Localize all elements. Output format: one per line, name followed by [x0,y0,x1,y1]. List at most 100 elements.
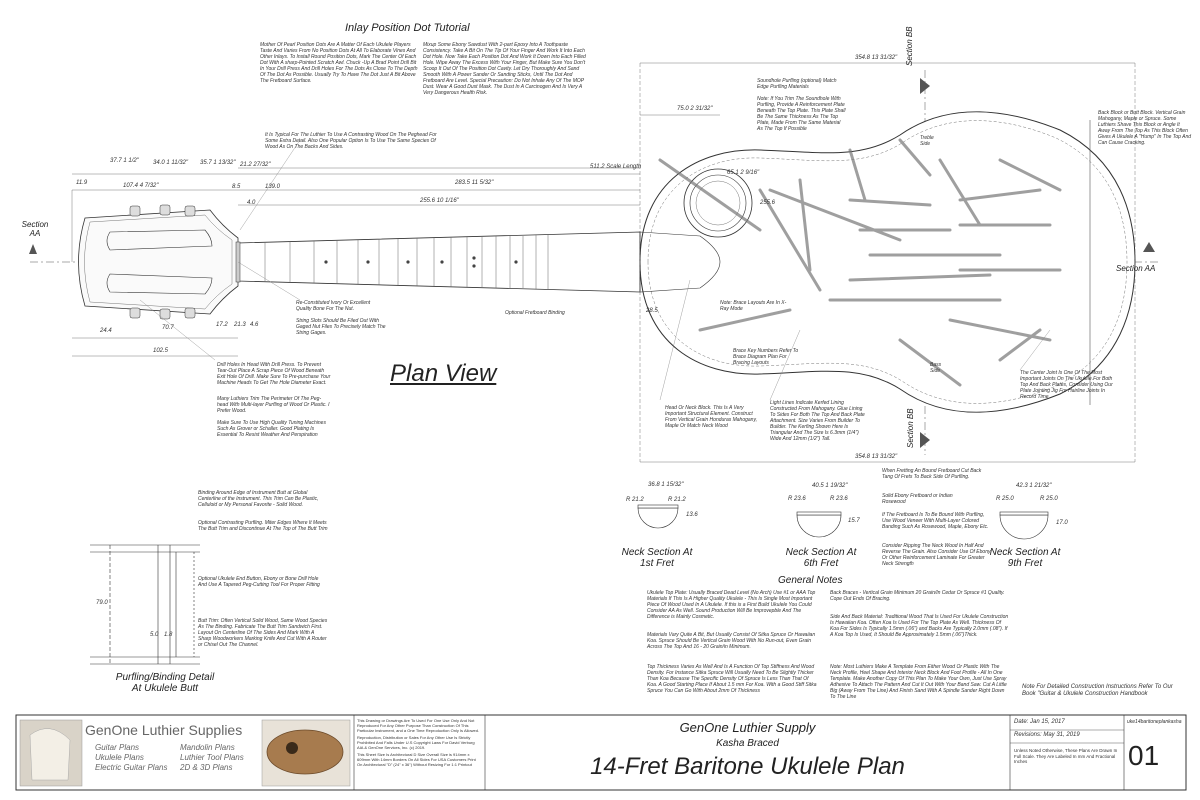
section-aa-left-label: Section AA [21,220,49,238]
tutorial-title: Inlay Position Dot Tutorial [345,22,470,34]
brace-key-note: Brace Key Numbers Refer To Brace Diagram… [733,348,799,366]
treble-side-label: Treble Side [920,135,934,147]
dim-36: 36.8 1 15/32" [648,482,684,488]
plan-categories-left: Guitar Plans Ukulele Plans Electric Guit… [95,743,168,772]
fretboard-binding-note: Optional Fretboard Binding [505,310,565,316]
dim-46: 4.6 [250,322,259,328]
braces [658,138,1062,387]
dim-21: 21.2 27/32" [240,162,271,168]
bass-side-label: Bass Side [930,362,942,374]
drill-note: Drill Holes In Head With Drill Press. To… [217,362,331,386]
dim-18: 1.8 [164,632,173,638]
scale-note: Unless Noted Otherwise, These Plans Are … [1014,748,1118,764]
scale-length-label: 511.2 Scale Length [590,164,642,170]
purfling-strip-note: Optional Contrasting Purfling. Miter Edg… [198,520,328,532]
general-notes-materials: Materials Vary Quite A Bit, But Usually … [647,632,816,650]
lining-outline [647,120,1128,404]
soundhole-outer [683,168,753,238]
binding-note: Binding Around Edge of Instrument Butt a… [198,490,319,508]
date-label: Date: Jan 15, 2017 [1014,719,1065,725]
soundhole-note: Soundhole Purfling (optional) Match Edge… [757,78,837,90]
dim-24: 24.4 [100,328,112,334]
dim-50: 5.0 [150,632,159,638]
revisions-label: Revisions: May 31, 2019 [1014,732,1080,738]
end-button-note: Optional Ukulele End Button, Ebony or Bo… [198,576,320,588]
lining-note: Light Lines Indicate Kerfed Lining Const… [770,400,865,442]
dim-r236-right: R 23.6 [830,496,848,502]
dim-283: 283.5 11 5/32" [455,180,494,186]
title-block-frame [15,714,1187,791]
dim-t170: 17.0 [1056,520,1068,526]
neck-outline [237,231,641,293]
dim-42: 42.3 1 21/32" [1016,483,1052,489]
dim-75: 75.0 2 31/32" [677,106,713,112]
fretting-note: When Fretting An Bound Fretboard Cut Bac… [882,468,982,480]
section-bb-bottom-label: Section BB [906,408,915,448]
neck-sections [637,504,1049,540]
dim-8: 8.5 [232,184,241,190]
headstock-outline [78,209,239,315]
head-block-note: Head Or Neck Block. This Is A Very Impor… [665,405,757,429]
leader-lines [139,139,1051,401]
body-outline [639,111,1136,413]
dim-28: 28.5 [646,308,658,314]
general-notes-side-back: Side And Back Material: Traditional Wood… [830,614,1009,638]
general-notes-title: General Notes [778,575,843,586]
plan-view-title: Plan View [390,360,497,387]
company-name: GenOne Luthier Supply [679,720,816,735]
nut-note: Re-Constituted Ivory Or Excellent Qualit… [296,300,371,312]
dim-body-length-bottom: 354.8 13 31/32" [855,454,898,460]
butt-trim-note: Butt Trim: Often Vertical Solid Wood, Sa… [198,618,328,648]
section-aa-right-label: Section AA [1116,264,1156,273]
dim-79: 79.0 [96,600,108,606]
dim-70: 70.7 [162,325,174,331]
brand-name: GenOne Luthier Supplies [85,722,243,738]
back-block-note: Back Block or Butt Block. Vertical Grain… [1098,110,1192,146]
soundhole-inner [689,174,747,232]
tutorial-col1: Mother Of Pearl Position Dots Are A Matt… [260,42,418,84]
tuner-knobs [129,204,196,320]
plan-categories-right: Mandolin Plans Luthier Tool Plans 2D & 3… [180,743,244,772]
headstock-note: It Is Typical For The Luthier To Use A C… [265,132,437,150]
tutorial-col2: Mixup Some Ebony Sawdust With 2-part Epo… [423,42,586,96]
purfling-detail [90,544,200,665]
neck-ripping-note: Consider Ripping The Neck Wood In Half A… [882,543,991,567]
dim-r250-right: R 25.0 [1040,496,1058,502]
dim-r212-right: R 21.2 [668,497,686,503]
headstock-slot-top [106,229,213,251]
dim-11: 11.9 [76,180,88,186]
section-bb-top-label: Section BB [905,26,914,66]
general-notes-top-plate: Ukulele Top Plate: Usually Braced Dead L… [647,590,816,620]
dim-139: 139.0 [265,184,281,190]
tuners-note: Make Sure To Use High Quality Tuning Mac… [217,420,326,438]
dim-255c: 255.6 [760,200,776,206]
section-aa-left-arrow [29,244,37,254]
dim-r250-left: R 25.0 [996,496,1014,502]
dim-t157: 15.7 [848,518,860,524]
dim-34: 34.0 1 11/32" [153,160,189,166]
dim-35: 35.7 1 13/32" [200,160,236,166]
dim-r236-left: R 23.6 [788,496,806,502]
plan-title: 14-Fret Baritone Ukulele Plan [590,753,905,780]
dim-37: 37.7 1 1/2" [110,158,139,164]
dimension-lines [71,62,1136,463]
fret-lines [264,235,549,289]
dim-body-length-top: 354.8 13 31/32" [855,55,898,61]
position-dots [324,256,518,268]
construction-note: Note For Detailed Construction Instructi… [1022,684,1173,697]
center-joint-note: The Center Joint Is One Of The Most Impo… [1020,370,1113,400]
dim-213: 21.3 [234,322,246,328]
ebony-note: Solid Ebony Fretboard or Indian Rosewood [882,493,953,505]
general-notes-thickness: Top Thickness Varies As Well And Is A Fu… [647,664,817,694]
fretboard-bound-note: If The Fretboard Is To Be Bound With Pur… [882,512,989,530]
dim-17: 17.2 [216,322,228,328]
dim-65: 65.1 2 9/16" [727,170,760,176]
trim-note: Many Luthiers Trim The Perimeter Of The … [217,396,330,414]
xray-note: Note: Brace Layouts Are In X-Ray Mode [720,300,787,312]
general-notes-template: Note: Most Luthiers Make A Template From… [830,664,1007,700]
